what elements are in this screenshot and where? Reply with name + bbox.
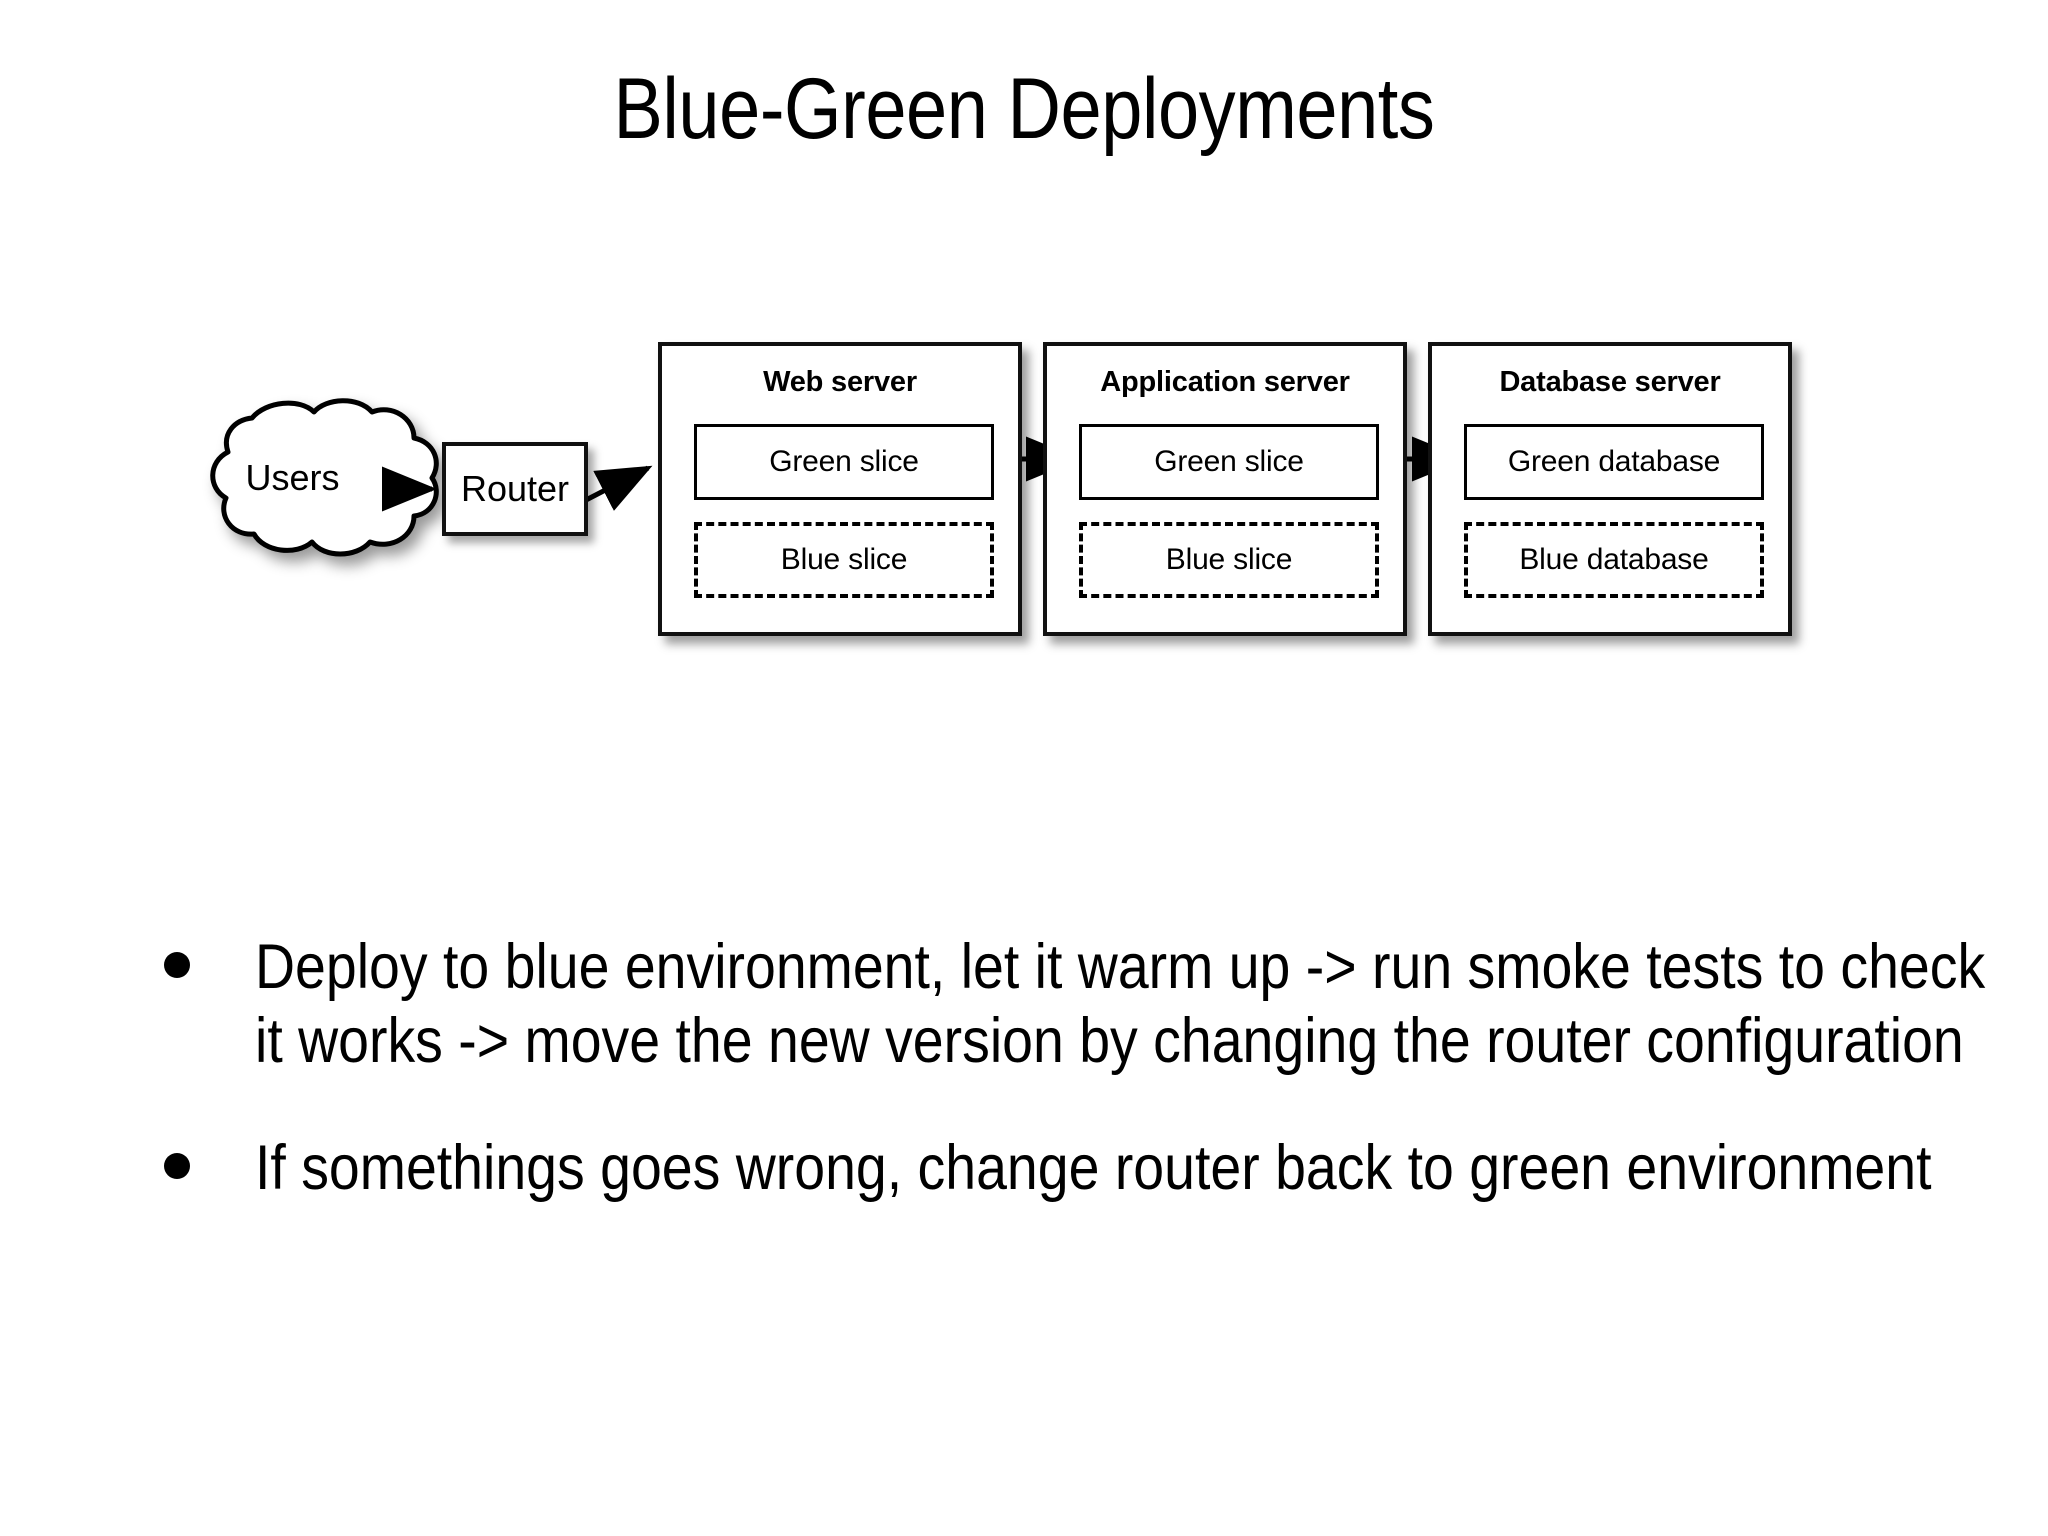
- blue-slice-web-server[interactable]: Blue slice: [694, 522, 994, 598]
- blue-database-label: Blue database: [1519, 543, 1709, 576]
- router-label: Router: [460, 468, 570, 509]
- server-title-database-server: Database server: [1499, 366, 1721, 398]
- server-title-web-server: Web server: [763, 366, 917, 398]
- router-node[interactable]: Router: [442, 442, 588, 536]
- list-item: If somethings goes wrong, change router …: [150, 1131, 1980, 1205]
- green-slice-web-server-label: Green slice: [769, 445, 919, 478]
- bullet-dot-icon: [164, 1152, 190, 1179]
- server-title-application-server: Application server: [1100, 366, 1350, 398]
- arrow-router-to-web-server: [584, 465, 653, 511]
- server-box-web-server[interactable]: Web server Green slice Blue slice: [658, 342, 1022, 636]
- architecture-diagram: Users Router Web server Green slice Blue…: [0, 0, 2048, 760]
- green-slice-application-server[interactable]: Green slice: [1079, 424, 1379, 500]
- users-cloud-icon: [210, 398, 439, 557]
- green-slice-web-server[interactable]: Green slice: [694, 424, 994, 500]
- bullet-text: If somethings goes wrong, change router …: [255, 1132, 1932, 1203]
- bullet-text: Deploy to blue environment, let it warm …: [255, 932, 1986, 1077]
- green-database-database-server[interactable]: Green database: [1464, 424, 1764, 500]
- blue-slice-application-server-label: Blue slice: [1165, 543, 1293, 576]
- bullet-dot-icon: [164, 952, 190, 978]
- list-item: Deploy to blue environment, let it warm …: [150, 930, 1985, 1079]
- green-slice-application-server-label: Green slice: [1154, 445, 1304, 478]
- server-box-database-server[interactable]: Database server Green database Blue data…: [1428, 342, 1792, 636]
- page-title: Blue-Green Deployments: [613, 61, 1435, 157]
- bullet-list: Deploy to blue environment, let it warm …: [150, 930, 1985, 1257]
- blue-slice-web-server-label: Blue slice: [780, 543, 908, 576]
- blue-slice-application-server[interactable]: Blue slice: [1079, 522, 1379, 598]
- green-database-label: Green database: [1507, 445, 1721, 478]
- blue-database-database-server[interactable]: Blue database: [1464, 522, 1764, 598]
- server-box-application-server[interactable]: Application server Green slice Blue slic…: [1043, 342, 1407, 636]
